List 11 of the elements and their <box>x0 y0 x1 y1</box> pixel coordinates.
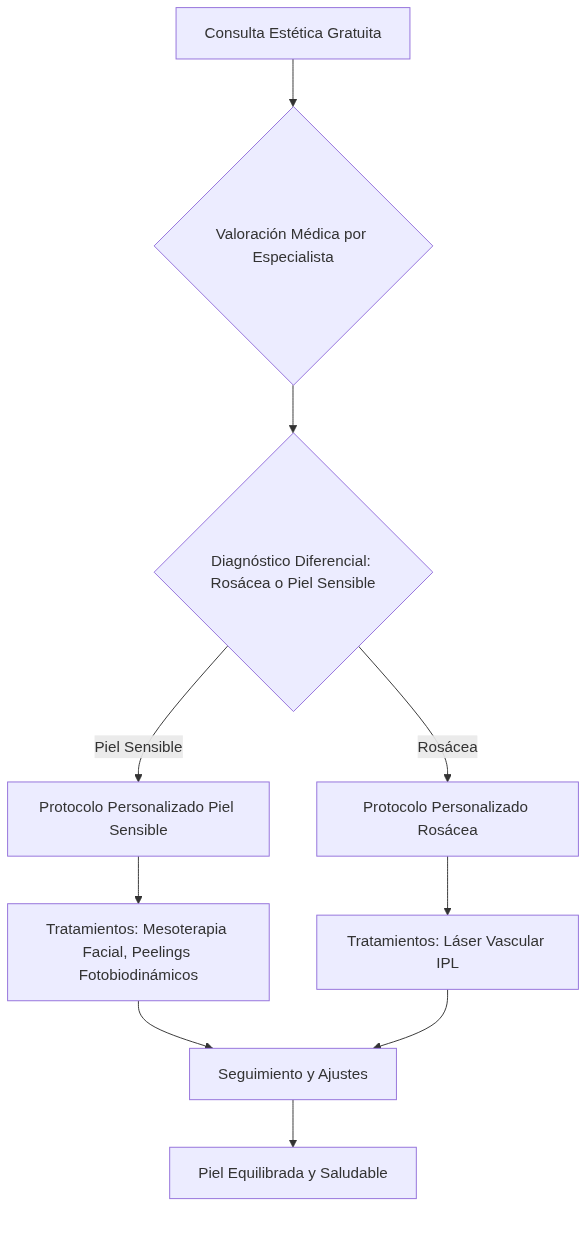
node-box: Consulta Estética Gratuita <box>175 7 411 60</box>
edge-label: Rosácea <box>417 738 478 755</box>
node-diamond: Diagnóstico Diferencial: Rosácea o Piel Sensible <box>153 432 434 713</box>
node-box: Tratamientos: Láser Vascular IPL <box>316 914 579 990</box>
node-box: Protocolo Personalizado Rosácea <box>316 781 579 857</box>
node-box: Tratamientos: Mesoterapia Facial, Peelings Fotobiodinámicos <box>7 903 270 1002</box>
node-diamond: Valoración Médica por Especialista <box>153 106 434 386</box>
node-box: Seguimiento y Ajustes <box>189 1047 397 1101</box>
node-box: Piel Equilibrada y Saludable <box>169 1146 417 1200</box>
edge-label: Piel Sensible <box>94 738 183 755</box>
node-box: Protocolo Personalizado Piel Sensible <box>7 781 270 857</box>
